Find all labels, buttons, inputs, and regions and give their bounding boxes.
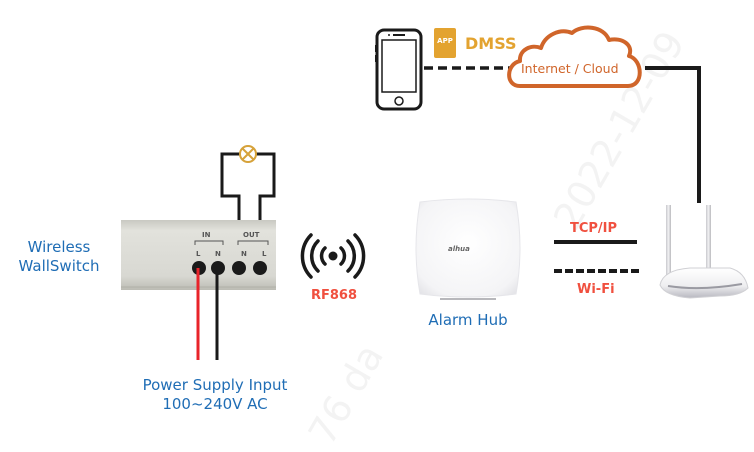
wifi-label: Wi-Fi: [577, 282, 615, 297]
power-supply-line2: 100~240V AC: [162, 395, 268, 413]
terminal-label-n-in: N: [215, 250, 221, 258]
network-diagram: 2022-12-09 76 da: [4, 24, 749, 452]
terminal-label-n-out: N: [241, 250, 247, 258]
wireless-signal-icon: [300, 233, 366, 279]
diagram-graphics: [121, 25, 749, 360]
cloud-icon: [507, 25, 642, 88]
power-supply-line1: Power Supply Input: [142, 376, 288, 394]
terminal-label-l-out: L: [262, 250, 267, 258]
smartphone-icon: [375, 28, 423, 111]
alarm-hub-label: Alarm Hub: [428, 311, 508, 329]
power-supply-label: Power Supply Input 100~240V AC: [120, 376, 310, 414]
cloud-router-link: [645, 66, 701, 203]
app-name: DMSS: [465, 34, 517, 53]
app-badge-text: APP: [437, 37, 453, 45]
terminal-l-out: [253, 261, 267, 275]
terminal-n-out: [232, 261, 246, 275]
app-icon: [434, 28, 456, 58]
wall-switch-label-line1: Wireless: [27, 238, 91, 256]
router-icon: [659, 205, 749, 299]
cloud-label: Internet / Cloud: [521, 61, 619, 76]
tcpip-label: TCP/IP: [570, 221, 618, 236]
hub-brand: alhua: [448, 245, 470, 253]
in-label: IN: [202, 231, 211, 239]
alarm-hub-device: [415, 198, 521, 300]
lamp-icon: [239, 145, 257, 163]
terminal-label-l-in: L: [196, 250, 201, 258]
rf-label: RF868: [311, 288, 358, 303]
out-label: OUT: [243, 231, 260, 239]
wall-switch-label: Wireless WallSwitch: [4, 238, 114, 276]
wall-switch-label-line2: WallSwitch: [18, 257, 100, 275]
